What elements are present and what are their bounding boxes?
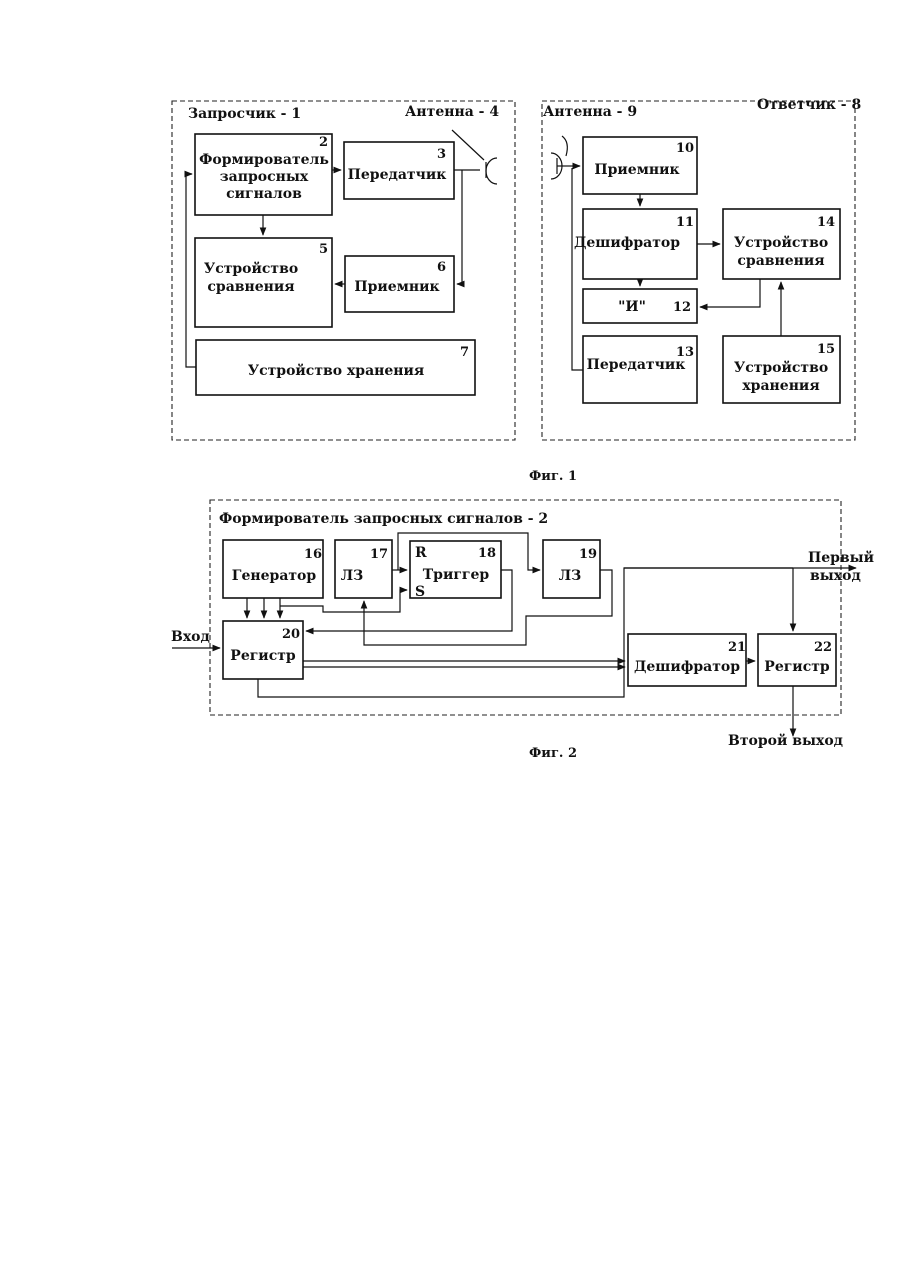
antenna-9-icon [551, 136, 567, 179]
block-label: Устройство хранения [248, 362, 425, 379]
block-label: Приемник [354, 279, 439, 295]
pin-s-label: S [415, 584, 425, 600]
block-label: сигналов [226, 186, 302, 202]
block-number: 20 [282, 627, 300, 642]
figure-2-caption: Фиг. 2 [529, 746, 577, 761]
pin-r-label: R [415, 545, 427, 561]
block-label: Дешифратор [574, 235, 680, 251]
interrogator-title: Запросчик - 1 [188, 106, 301, 122]
block-number: 17 [370, 547, 388, 562]
block-label: Триггер [423, 567, 490, 583]
block-number: 16 [304, 547, 322, 562]
block-3-transmitter: 3 Передатчик [344, 142, 454, 199]
input-label: Вход [171, 629, 210, 645]
block-label: Передатчик [587, 357, 686, 373]
figure-1-caption: Фиг. 1 [529, 469, 577, 484]
block-22-register: 22 Регистр [758, 634, 836, 686]
figure-1: Запросчик - 1 Антенна - 4 Антенна - 9 От… [172, 97, 861, 484]
block-17-delay-line: 17 ЛЗ [335, 540, 392, 598]
block-label: Устройство [734, 234, 828, 251]
block-14-comparator: 14 Устройство сравнения [723, 209, 840, 279]
block-label: Устройство [734, 359, 828, 376]
block-label: Приемник [594, 162, 679, 178]
block-number: 7 [460, 345, 469, 360]
block-number: 22 [814, 640, 832, 655]
block-label: Дешифратор [634, 659, 740, 675]
block-15-storage: 15 Устройство хранения [723, 336, 840, 403]
block-7-storage: 7 Устройство хранения [196, 340, 475, 395]
block-number: 3 [437, 147, 446, 162]
block-number: 18 [478, 546, 496, 561]
block-2-request-signal-former: 2 Формирователь запросных сигналов [195, 134, 332, 215]
block-12-and-gate: "И" 12 [583, 289, 697, 323]
block-11-decoder: 11 Дешифратор [574, 209, 697, 279]
antenna-4-label: Антенна - 4 [405, 104, 499, 120]
block-label: Регистр [230, 648, 296, 664]
block-label: ЛЗ [341, 568, 363, 584]
block-number: 15 [817, 342, 835, 357]
block-number: 21 [728, 640, 746, 655]
block-label: Генератор [232, 568, 317, 584]
block-20-register: 20 Регистр [223, 621, 303, 679]
block-number: 6 [437, 260, 446, 275]
block-19-delay-line: 19 ЛЗ [543, 540, 600, 598]
block-number: 14 [817, 215, 835, 230]
output-2-label: Второй выход [728, 732, 843, 749]
block-13-transmitter: 13 Передатчик [583, 336, 697, 403]
antenna-9-label: Антенна - 9 [543, 104, 637, 120]
block-number: 11 [676, 215, 694, 230]
figure-2: Формирователь запросных сигналов - 2 16 … [171, 500, 874, 761]
block-number: 5 [319, 242, 328, 257]
block-5-comparator: 5 Устройство сравнения [195, 238, 332, 327]
block-16-generator: 16 Генератор [223, 540, 323, 598]
antenna-4-icon [452, 130, 497, 184]
block-18-trigger: R 18 Триггер S [410, 541, 501, 600]
output-1-label-line2: выход [810, 568, 861, 584]
block-number: 19 [579, 547, 597, 562]
block-number: 12 [673, 300, 691, 315]
block-label: Формирователь [199, 152, 329, 168]
block-label: "И" [618, 299, 646, 315]
block-label: сравнения [207, 279, 294, 295]
responder-title: Ответчик - 8 [757, 97, 861, 113]
block-6-receiver: 6 Приемник [345, 256, 454, 312]
block-label: ЛЗ [559, 568, 581, 584]
block-number: 10 [676, 141, 694, 156]
block-10-receiver: 10 Приемник [583, 137, 697, 194]
block-label: запросных [220, 169, 309, 185]
block-label: сравнения [737, 253, 824, 269]
block-21-decoder: 21 Дешифратор [628, 634, 746, 686]
block-label: Передатчик [348, 167, 447, 183]
output-1-label-line1: Первый [808, 549, 874, 566]
block-label: хранения [742, 378, 819, 394]
former-title: Формирователь запросных сигналов - 2 [219, 511, 548, 527]
block-label: Устройство [204, 260, 298, 277]
block-label: Регистр [764, 659, 830, 675]
block-number: 2 [319, 135, 328, 150]
